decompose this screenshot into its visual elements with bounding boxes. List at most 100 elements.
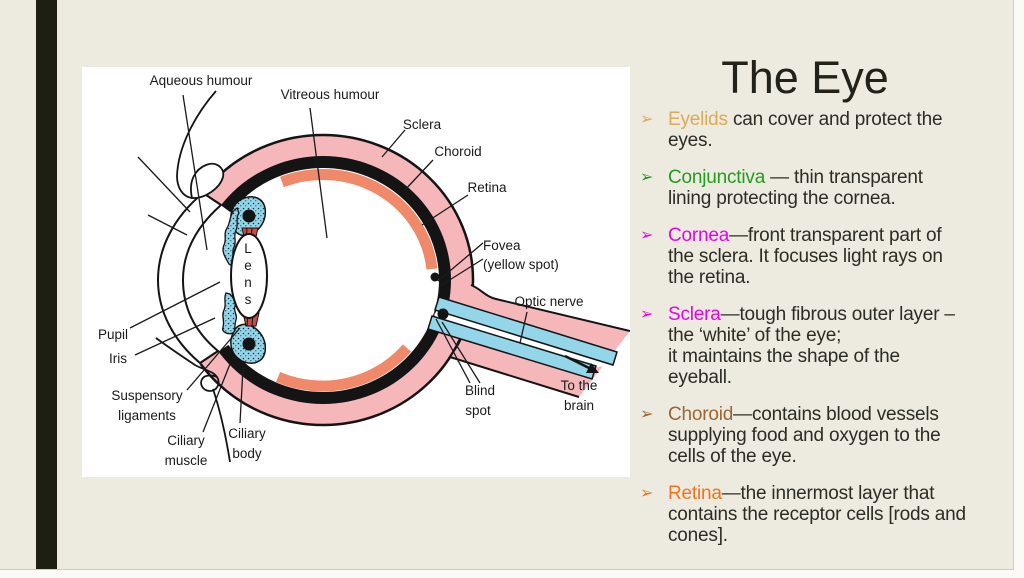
bullet-arrow-icon: ➢ [640, 406, 654, 423]
bullet-text: Sclera—tough fibrous outer layer – the ‘… [668, 304, 1016, 388]
bullet-text: Eyelids can cover and protect the eyes. [668, 109, 1016, 151]
label-fovea-line1: Fovea [483, 238, 521, 253]
bullet-arrow-icon: ➢ [640, 485, 654, 502]
label-ciliary-body-line1: Ciliary [228, 426, 266, 441]
bullet-arrow-icon: ➢ [640, 227, 654, 244]
label-optic-nerve: Optic nerve [514, 294, 583, 309]
optic-nerve-group [427, 272, 631, 398]
ciliary-dot-upper [242, 209, 256, 223]
nerve-fiber-lower [427, 315, 597, 380]
suspensory-leader [186, 327, 241, 391]
lens-shape [230, 233, 268, 319]
pupil-leader [129, 281, 221, 329]
bullet-body: — thin transparent lining protecting the… [668, 167, 923, 209]
label-iris: Iris [109, 351, 127, 366]
retina-arc-lower [275, 344, 412, 392]
label-vitreous-humour: Vitreous humour [281, 87, 380, 102]
bullet-sclera: ➢ Sclera—tough fibrous outer layer – the… [640, 304, 1016, 388]
lens-letter-2: e [244, 258, 252, 273]
retina-arc-upper [280, 169, 438, 270]
label-suspensory-line1: Suspensory [111, 388, 183, 403]
bullet-body: can cover and protect the eyes. [668, 109, 943, 151]
blind-spot-leader [435, 318, 481, 384]
conjunctiva-fold-upper [190, 162, 225, 199]
retina-leader [421, 194, 469, 226]
ciliary-muscle-tip [229, 355, 245, 369]
accent-bar [36, 0, 57, 569]
slide: The Eye [0, 0, 1014, 570]
upper-eyelid-curve [176, 90, 217, 199]
eyelid-curves [155, 90, 231, 463]
blind-spot-dot [437, 308, 449, 320]
to-brain-arrow-line [564, 354, 592, 371]
bullet-text: Retina—the innermost layer that contains… [668, 483, 1016, 546]
label-pupil: Pupil [98, 327, 128, 342]
label-ciliary-body-line2: body [232, 446, 262, 461]
bullet-retina: ➢ Retina—the innermost layer that contai… [640, 483, 1016, 546]
iris-lower [222, 292, 238, 335]
anterior-opening [110, 157, 323, 398]
bullet-keyword: Sclera [668, 304, 721, 325]
bullet-text: Cornea—front transparent part of the scl… [668, 225, 1016, 288]
choroid-leader [403, 159, 434, 192]
bullet-keyword: Conjunctiva [668, 167, 766, 188]
label-to-brain-line1: To the [561, 378, 598, 393]
optic-nerve-leader [519, 311, 528, 344]
label-fovea-line2: (yellow spot) [483, 257, 559, 272]
label-sclera: Sclera [403, 117, 442, 132]
bullet-keyword: Eyelids [668, 109, 728, 130]
bullet-text: Conjunctiva — thin transparent lining pr… [668, 167, 1016, 209]
lens-iris-group: L e n s [222, 196, 268, 369]
label-blind-line1: Blind [465, 383, 495, 398]
bullet-text: Choroid—contains blood vessels supplying… [668, 404, 1016, 467]
bullet-keyword: Cornea [668, 225, 730, 246]
leader-lines [129, 94, 528, 433]
nerve-fiber-upper [434, 296, 618, 366]
ciliary-body-leader [239, 367, 244, 424]
label-retina: Retina [467, 180, 507, 195]
aqueous-leader [182, 94, 208, 251]
bullet-arrow-icon: ➢ [640, 111, 654, 128]
label-suspensory-line2: ligaments [118, 408, 176, 423]
cornea-shape [156, 191, 223, 365]
label-to-brain-line2: brain [564, 398, 594, 413]
optic-nerve-outline-top [470, 284, 631, 332]
bullet-arrow-icon: ➢ [640, 169, 654, 186]
bullet-body: —tough fibrous outer layer – the ‘white’… [668, 304, 955, 388]
iris-leader [134, 317, 216, 356]
vitreous-leader [309, 107, 328, 239]
eye-diagram-panel: L e n s [82, 67, 631, 477]
lens-letter-1: L [244, 241, 252, 256]
label-ciliary-muscle-line1: Ciliary [167, 433, 205, 448]
bullet-keyword: Choroid [668, 404, 734, 425]
fovea-dot [430, 272, 440, 282]
bullet-list: ➢ Eyelids can cover and protect the eyes… [640, 109, 1016, 562]
cornea-leader [147, 214, 188, 236]
label-ciliary-muscle-line2: muscle [165, 453, 208, 468]
bullet-body: —the innermost layer that contains the r… [668, 483, 966, 546]
bullet-arrow-icon: ➢ [640, 306, 654, 323]
page-title: The Eye [721, 52, 889, 104]
label-aqueous-humour: Aqueous humour [150, 73, 253, 88]
ciliary-dot-lower [242, 337, 256, 351]
bullet-cornea: ➢ Cornea—front transparent part of the s… [640, 225, 1016, 288]
label-blind-line2: spot [465, 403, 491, 418]
eye-diagram: L e n s [98, 73, 631, 468]
diagram-labels: Aqueous humour Vitreous humour Sclera Ch… [98, 73, 597, 468]
to-brain-arrowhead [586, 363, 599, 373]
fovea-leader [437, 242, 484, 287]
bullet-body: —front transparent part of the sclera. I… [668, 225, 943, 288]
lens-letter-4: s [245, 292, 252, 307]
bullet-keyword: Retina [668, 483, 722, 504]
lens-letter-3: n [244, 275, 252, 290]
label-choroid: Choroid [434, 144, 481, 159]
optic-nerve-outline-bottom [448, 337, 580, 398]
bullet-conjunctiva: ➢ Conjunctiva — thin transparent lining … [640, 167, 1016, 209]
bullet-choroid: ➢ Choroid—contains blood vessels supplyi… [640, 404, 1016, 467]
bullet-eyelids: ➢ Eyelids can cover and protect the eyes… [640, 109, 1016, 151]
conjunctiva-leader [137, 156, 191, 213]
ciliary-muscle-leader [202, 363, 231, 433]
lower-eyelid-curve [155, 337, 231, 463]
bullet-body: —contains blood vessels supplying food a… [668, 404, 941, 467]
sclera-leader [381, 129, 406, 158]
